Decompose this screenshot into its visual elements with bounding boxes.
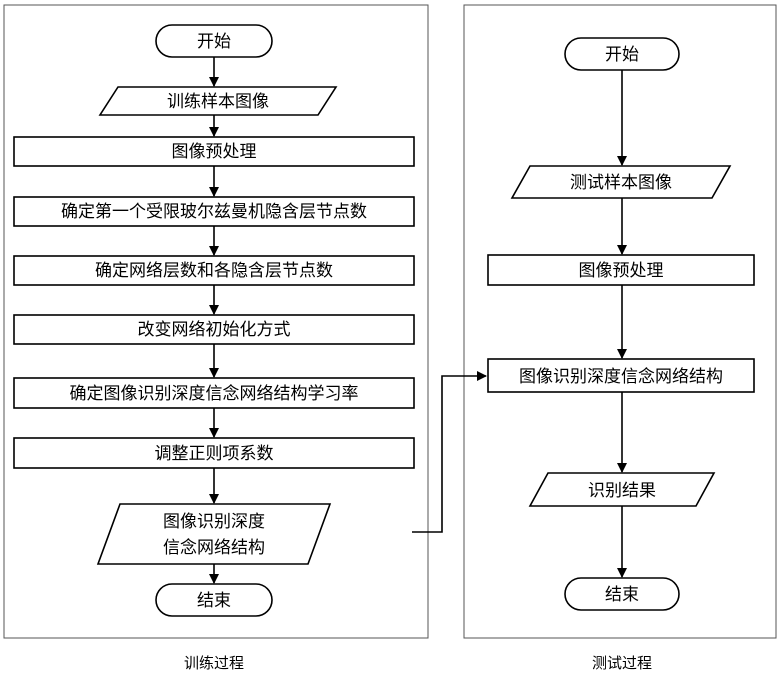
train-output-label-line2: 信念网络结构 xyxy=(163,537,265,558)
train-step2-node: 确定网络层数和各隐含层节点数 xyxy=(14,256,414,285)
test-start-label: 开始 xyxy=(605,45,639,65)
train-step1-label: 确定第一个受限玻尔兹曼机隐含层节点数 xyxy=(61,202,367,222)
test-result-node: 识别结果 xyxy=(530,473,714,506)
train-step5-label: 调整正则项系数 xyxy=(155,444,274,464)
test-input-node: 测试样本图像 xyxy=(512,166,730,198)
test-result-label: 识别结果 xyxy=(588,481,656,501)
test-preprocess-label: 图像预处理 xyxy=(579,261,664,281)
edge-train-output-to-test-network xyxy=(412,376,486,532)
test-network-node: 图像识别深度信念网络结构 xyxy=(488,359,754,392)
test-input-label: 测试样本图像 xyxy=(570,173,672,193)
train-step4-node: 确定图像识别深度信念网络结构学习率 xyxy=(14,378,414,408)
train-input-node: 训练样本图像 xyxy=(100,87,336,115)
train-step3-node: 改变网络初始化方式 xyxy=(14,315,414,344)
train-preprocess-label: 图像预处理 xyxy=(172,142,257,162)
test-network-label: 图像识别深度信念网络结构 xyxy=(519,366,723,387)
train-output-node: 图像识别深度 信念网络结构 xyxy=(98,504,330,564)
train-end-node: 结束 xyxy=(156,584,272,616)
training-caption: 训练过程 xyxy=(184,654,244,672)
train-end-label: 结束 xyxy=(197,591,231,611)
test-start-node: 开始 xyxy=(565,38,679,70)
train-step4-label: 确定图像识别深度信念网络结构学习率 xyxy=(70,383,359,404)
train-start-node: 开始 xyxy=(156,25,272,57)
train-output-label-line1: 图像识别深度 xyxy=(163,512,265,532)
train-preprocess-node: 图像预处理 xyxy=(14,137,414,166)
train-step1-node: 确定第一个受限玻尔兹曼机隐含层节点数 xyxy=(14,197,414,226)
testing-panel xyxy=(464,5,776,638)
train-step2-label: 确定网络层数和各隐含层节点数 xyxy=(95,261,333,281)
train-step5-node: 调整正则项系数 xyxy=(14,438,414,468)
train-start-label: 开始 xyxy=(197,32,231,52)
test-end-node: 结束 xyxy=(565,578,679,610)
test-preprocess-node: 图像预处理 xyxy=(488,255,754,285)
train-step3-label: 改变网络初始化方式 xyxy=(138,320,291,340)
train-input-label: 训练样本图像 xyxy=(167,92,269,112)
test-end-label: 结束 xyxy=(605,585,639,605)
testing-caption: 测试过程 xyxy=(592,654,652,672)
